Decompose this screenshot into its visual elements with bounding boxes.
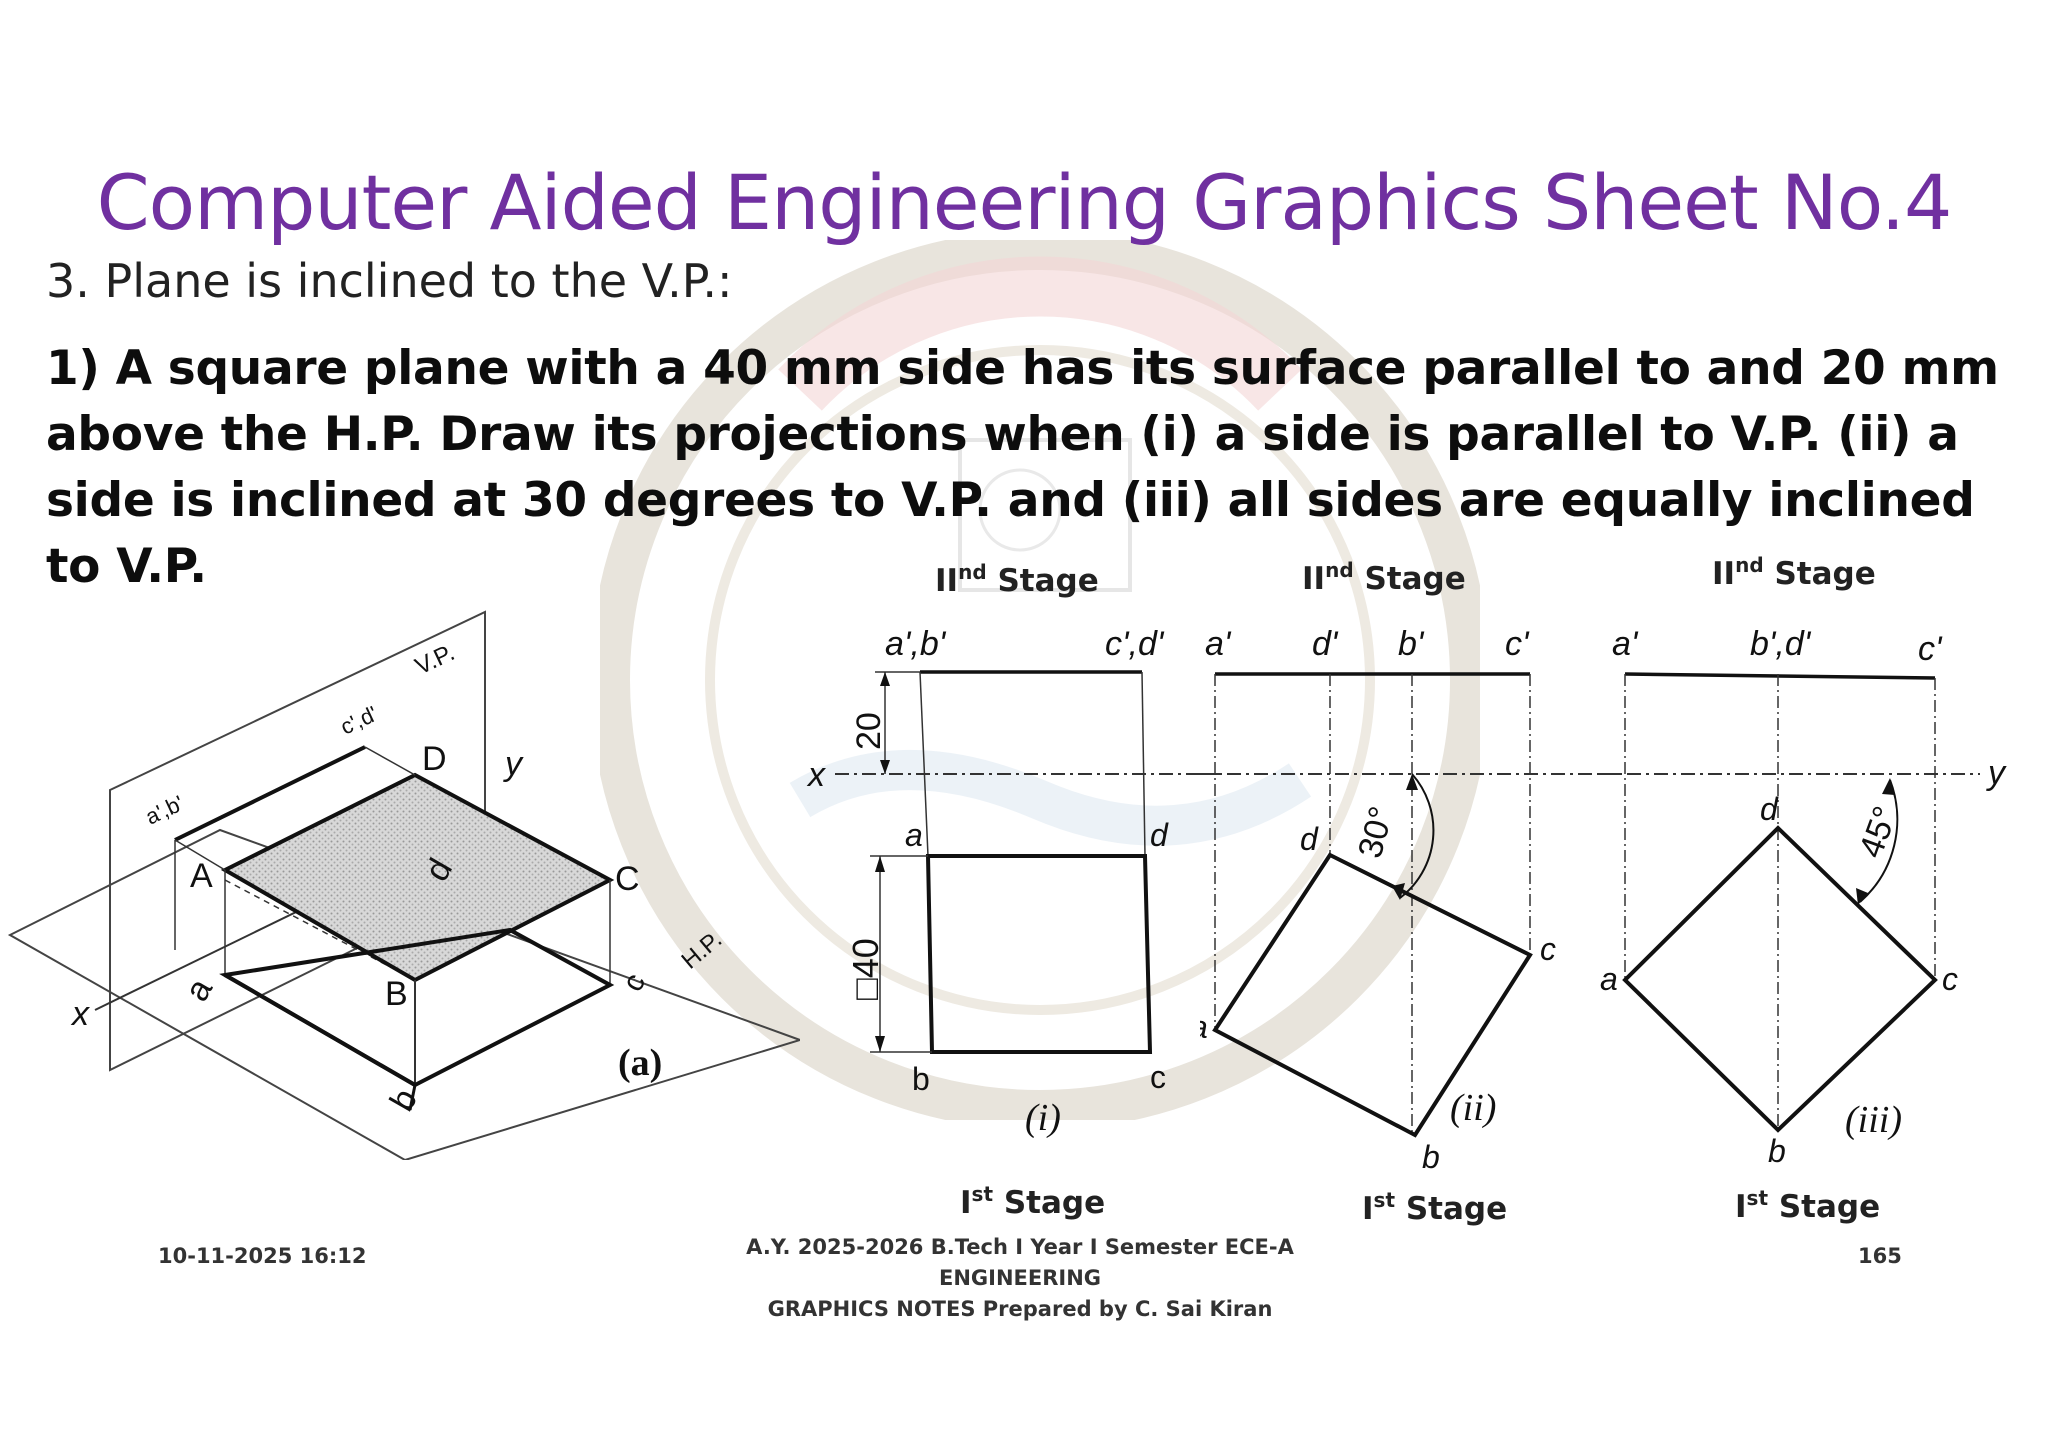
svg-text:30°: 30°: [1351, 803, 1401, 863]
footer-course-line-2: GRAPHICS NOTES Prepared by C. Sai Kiran: [767, 1297, 1273, 1321]
slide-title: Computer Aided Engineering Graphics Shee…: [96, 158, 1953, 247]
svg-text:(ii): (ii): [1450, 1087, 1496, 1129]
svg-text:a: a: [905, 817, 923, 853]
svg-text:c',d': c',d': [337, 701, 382, 740]
footer-course-line-1: A.Y. 2025-2026 B.Tech I Year I Semester …: [746, 1235, 1294, 1290]
svg-text:b: b: [1422, 1139, 1440, 1170]
svg-text:(iii): (iii): [1845, 1099, 1902, 1141]
svg-text:A: A: [190, 857, 213, 895]
svg-text:a': a': [1612, 625, 1639, 663]
svg-text:B: B: [385, 975, 408, 1013]
svg-text:x: x: [806, 756, 826, 794]
svg-text:a',b': a',b': [885, 625, 947, 663]
svg-text:V.P.: V.P.: [411, 639, 459, 680]
svg-text:c',d': c',d': [1105, 625, 1165, 663]
svg-text:c: c: [1540, 931, 1556, 967]
svg-text:b': b': [1398, 625, 1425, 663]
svg-text:y: y: [503, 745, 524, 783]
svg-text:(a): (a): [618, 1042, 662, 1084]
stage-label-i-fig-i: Ist Stage: [960, 1182, 1106, 1221]
svg-text:a: a: [178, 972, 220, 1007]
svg-text:c': c': [1505, 625, 1530, 663]
svg-text:d: d: [1300, 821, 1319, 857]
svg-text:b: b: [383, 1082, 425, 1117]
projection-figure-iii: y a' b',d' c' 45° d a c b (iii): [1600, 625, 2007, 1169]
svg-text:C: C: [615, 860, 640, 898]
svg-text:d: d: [1760, 791, 1779, 827]
pictorial-view-figure-a: a',b' c',d' V.P. H.P. A B C D a b c d x …: [7, 610, 800, 1160]
svg-text:b: b: [1768, 1133, 1786, 1169]
projection-figure-i: x a',b' c',d' 20 □40 a d b c (i): [806, 625, 1220, 1139]
footer-datetime: 10-11-2025 16:12: [158, 1244, 367, 1268]
svg-text:□40: □40: [845, 938, 886, 1000]
footer-page-number: 165: [1858, 1244, 1902, 1268]
svg-text:d': d': [1312, 625, 1339, 663]
problem-statement: 1) A square plane with a 40 mm side has …: [46, 341, 1999, 594]
top-view-square-30deg: [1212, 852, 1533, 1138]
stage-label-i-fig-ii: Ist Stage: [1362, 1188, 1508, 1227]
svg-text:a',b': a',b': [142, 790, 188, 829]
svg-text:a': a': [1205, 625, 1232, 663]
stage-label-i-fig-iii: Ist Stage: [1735, 1186, 1881, 1225]
section-heading: 3. Plane is inclined to the V.P.:: [46, 254, 733, 308]
svg-text:a: a: [1600, 961, 1618, 997]
svg-text:y: y: [1986, 754, 2007, 792]
projection-figure-ii: a' d' b' c' 30° d c a b (ii): [1200, 625, 1620, 1170]
svg-text:D: D: [422, 740, 447, 778]
stage-label-ii-fig-i: IInd Stage: [935, 560, 1099, 599]
svg-text:a: a: [1200, 1009, 1208, 1045]
top-view-square-45deg: [1622, 825, 1938, 1133]
svg-text:c': c': [1918, 630, 1943, 668]
svg-text:H.P.: H.P.: [677, 926, 728, 975]
svg-text:20: 20: [850, 712, 888, 750]
svg-text:b: b: [912, 1061, 930, 1097]
svg-text:b',d': b',d': [1750, 625, 1812, 663]
svg-text:d: d: [1150, 817, 1169, 853]
svg-text:c: c: [616, 968, 652, 997]
top-view-square: [925, 854, 1153, 1054]
svg-text:x: x: [70, 995, 90, 1033]
svg-text:c: c: [1150, 1059, 1166, 1095]
svg-text:(i): (i): [1025, 1097, 1061, 1139]
footer-course-info: A.Y. 2025-2026 B.Tech I Year I Semester …: [690, 1232, 1350, 1325]
svg-text:c: c: [1942, 961, 1958, 997]
stage-label-ii-fig-ii: IInd Stage: [1302, 558, 1466, 597]
stage-label-ii-fig-iii: IInd Stage: [1712, 553, 1876, 592]
